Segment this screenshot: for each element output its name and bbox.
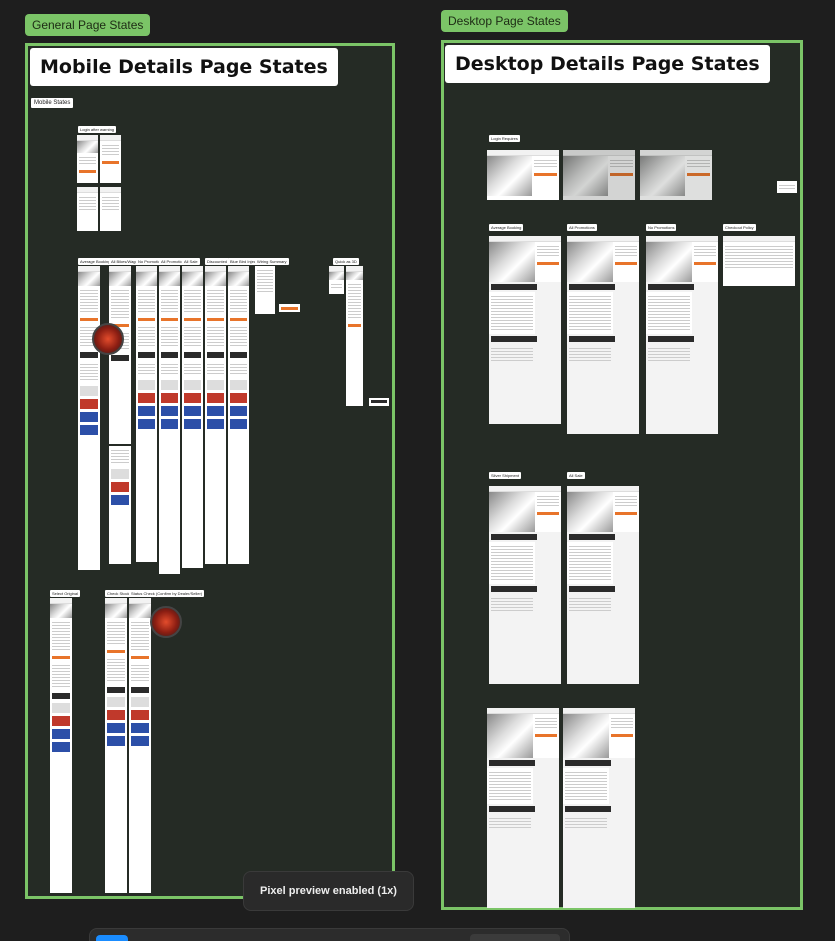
avatar-icon xyxy=(92,323,124,355)
mobile-screen[interactable] xyxy=(205,266,226,564)
desktop-screen[interactable] xyxy=(777,181,797,193)
mobile-screen[interactable] xyxy=(329,266,344,294)
desktop-screen[interactable] xyxy=(567,236,639,434)
general-page-states-tag[interactable]: General Page States xyxy=(25,14,151,36)
mobile-screen[interactable] xyxy=(77,187,98,231)
mobile-bottom-label: Select Original xyxy=(50,590,81,597)
desktop-login-label: Login Requires xyxy=(489,135,520,142)
toolbar-tool-group[interactable] xyxy=(470,934,560,941)
mobile-screen[interactable] xyxy=(279,304,300,312)
mobile-screen[interactable] xyxy=(105,598,127,893)
avatar-icon xyxy=(150,606,182,638)
mobile-bottom-label: Check Stock xyxy=(105,590,132,597)
mobile-group-label: No Promotion xyxy=(136,258,165,265)
desktop-page-states-tag[interactable]: Desktop Page States xyxy=(441,10,568,32)
pixel-preview-toast: Pixel preview enabled (1x) xyxy=(243,871,414,911)
desktop-screen[interactable] xyxy=(646,236,718,434)
desktop-row3-label: Silver Shipment xyxy=(489,472,522,479)
desktop-screen[interactable] xyxy=(723,236,795,286)
desktop-screen[interactable] xyxy=(487,708,559,908)
desktop-group-label: Checkout Policy xyxy=(723,224,756,231)
desktop-screen[interactable] xyxy=(487,150,559,200)
desktop-group-label: Average Booking xyxy=(489,224,524,231)
mobile-group-label: Blue Bird Injection xyxy=(228,258,265,265)
desktop-screen[interactable] xyxy=(489,486,561,684)
mobile-group-label: Wiring Summary xyxy=(255,258,289,265)
mobile-states-label: Mobile States xyxy=(31,98,74,108)
mobile-screen[interactable] xyxy=(369,398,389,406)
mobile-details-title: Mobile Details Page States xyxy=(30,48,338,86)
mobile-screen[interactable] xyxy=(78,266,100,570)
mobile-screen[interactable] xyxy=(228,266,249,564)
desktop-screen[interactable] xyxy=(563,150,635,200)
desktop-screen[interactable] xyxy=(563,708,635,908)
desktop-screen[interactable] xyxy=(567,486,639,684)
login-warning-label: Login after warning xyxy=(78,126,117,133)
mobile-screen[interactable] xyxy=(346,266,363,406)
desktop-screen[interactable] xyxy=(640,150,712,200)
mobile-screen[interactable] xyxy=(109,266,131,444)
mobile-screen[interactable] xyxy=(255,266,275,314)
mobile-screen[interactable] xyxy=(136,266,157,562)
mobile-group-label: All Bikes/Wagon xyxy=(109,258,142,265)
mobile-screen[interactable] xyxy=(159,266,180,574)
mobile-screen[interactable] xyxy=(50,598,72,893)
mobile-screen[interactable] xyxy=(109,446,131,564)
mobile-screen[interactable] xyxy=(100,135,121,183)
desktop-group-label: All Promotions xyxy=(567,224,597,231)
toolbar-move-icon[interactable] xyxy=(96,935,128,941)
mobile-group-label: All Promotion xyxy=(159,258,187,265)
mobile-bottom-label: Status Check (Confirm by Dealer/Seller) xyxy=(129,590,205,597)
mobile-group-label: Quick as 3D xyxy=(333,258,359,265)
desktop-group-label: No Promotions xyxy=(646,224,677,231)
mobile-group-label: Average Booking xyxy=(78,258,113,265)
mobile-group-label: Discounted xyxy=(205,258,230,265)
desktop-row3-label: All Sale xyxy=(567,472,585,479)
mobile-group-label: All Sale xyxy=(182,258,200,265)
mobile-screen[interactable] xyxy=(182,266,203,568)
desktop-details-title: Desktop Details Page States xyxy=(445,45,770,83)
mobile-screen[interactable] xyxy=(129,598,151,893)
mobile-screen[interactable] xyxy=(77,135,98,183)
mobile-screen[interactable] xyxy=(100,187,121,231)
bottom-toolbar[interactable] xyxy=(89,928,570,941)
desktop-screen[interactable] xyxy=(489,236,561,424)
